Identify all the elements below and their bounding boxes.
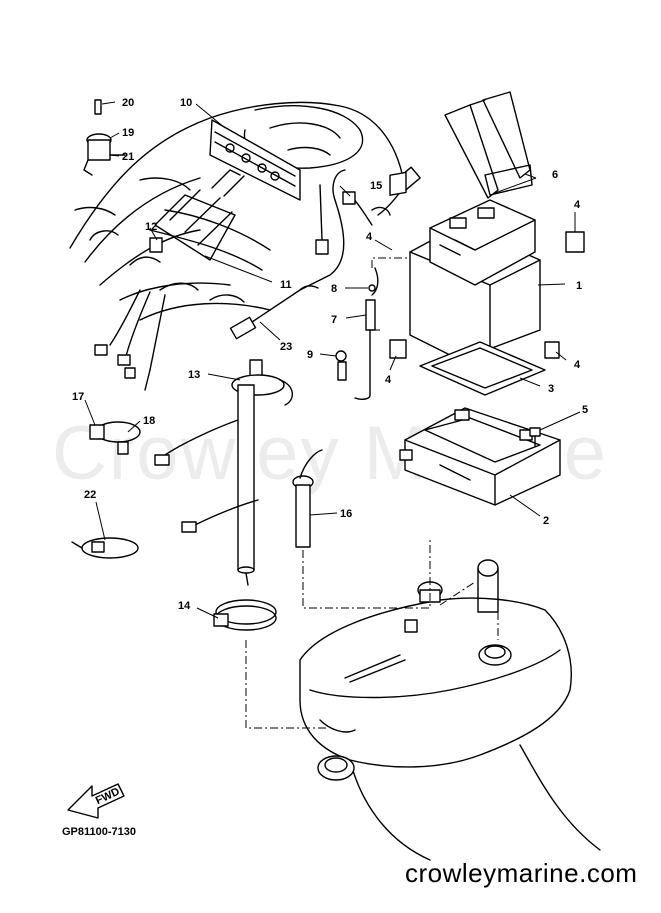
meter-unit — [209, 119, 301, 201]
small-parts-19-21 — [83, 99, 126, 176]
assembly-lines — [245, 257, 499, 729]
fuel-sender — [154, 359, 293, 586]
callout-4b: 4 — [366, 231, 373, 243]
callout-6: 6 — [552, 169, 558, 181]
callout-10: 10 — [180, 97, 192, 109]
callout-17: 17 — [72, 391, 84, 403]
bolt — [529, 427, 541, 447]
callout-15: 15 — [370, 180, 382, 192]
sensor-16 — [292, 449, 323, 548]
clamp-17 — [89, 421, 141, 455]
callout-numbers: 1 2 3 4 4 4 4 5 6 7 8 9 10 11 12 13 14 1… — [72, 97, 588, 612]
callout-4d: 4 — [574, 359, 581, 371]
wire-harness — [94, 169, 245, 391]
callout-8: 8 — [331, 283, 337, 295]
callout-13: 13 — [188, 369, 200, 381]
callout-1: 1 — [576, 280, 582, 292]
cable-tie — [71, 537, 139, 559]
leader-lines — [84, 101, 581, 619]
fwd-arrow-icon: FWD — [67, 783, 125, 819]
callout-23: 23 — [280, 341, 292, 353]
callout-14: 14 — [178, 600, 191, 612]
callout-9: 9 — [307, 349, 313, 361]
battery-box — [399, 407, 561, 506]
battery-labels — [389, 171, 585, 359]
callout-18: 18 — [143, 415, 155, 427]
battery-band — [444, 91, 533, 199]
site-url: crowleymarine.com — [405, 858, 638, 888]
hose-clamp — [213, 599, 277, 631]
battery-pad — [419, 341, 546, 396]
battery — [409, 199, 541, 361]
callout-11: 11 — [280, 279, 292, 291]
callout-22: 22 — [84, 489, 96, 501]
callout-5: 5 — [582, 404, 588, 416]
callout-20: 20 — [122, 97, 134, 109]
callout-12: 12 — [145, 221, 157, 233]
callout-7: 7 — [331, 314, 337, 326]
battery-cable-23 — [229, 169, 346, 340]
callout-4c: 4 — [385, 374, 392, 386]
callout-21: 21 — [122, 151, 134, 163]
callout-19: 19 — [122, 127, 134, 139]
callout-3: 3 — [548, 383, 554, 395]
callout-16: 16 — [340, 508, 352, 520]
fuel-tank — [299, 559, 601, 861]
callout-4a: 4 — [574, 199, 581, 211]
callout-2: 2 — [543, 515, 549, 527]
part-code: GP81100-7130 — [62, 826, 137, 838]
